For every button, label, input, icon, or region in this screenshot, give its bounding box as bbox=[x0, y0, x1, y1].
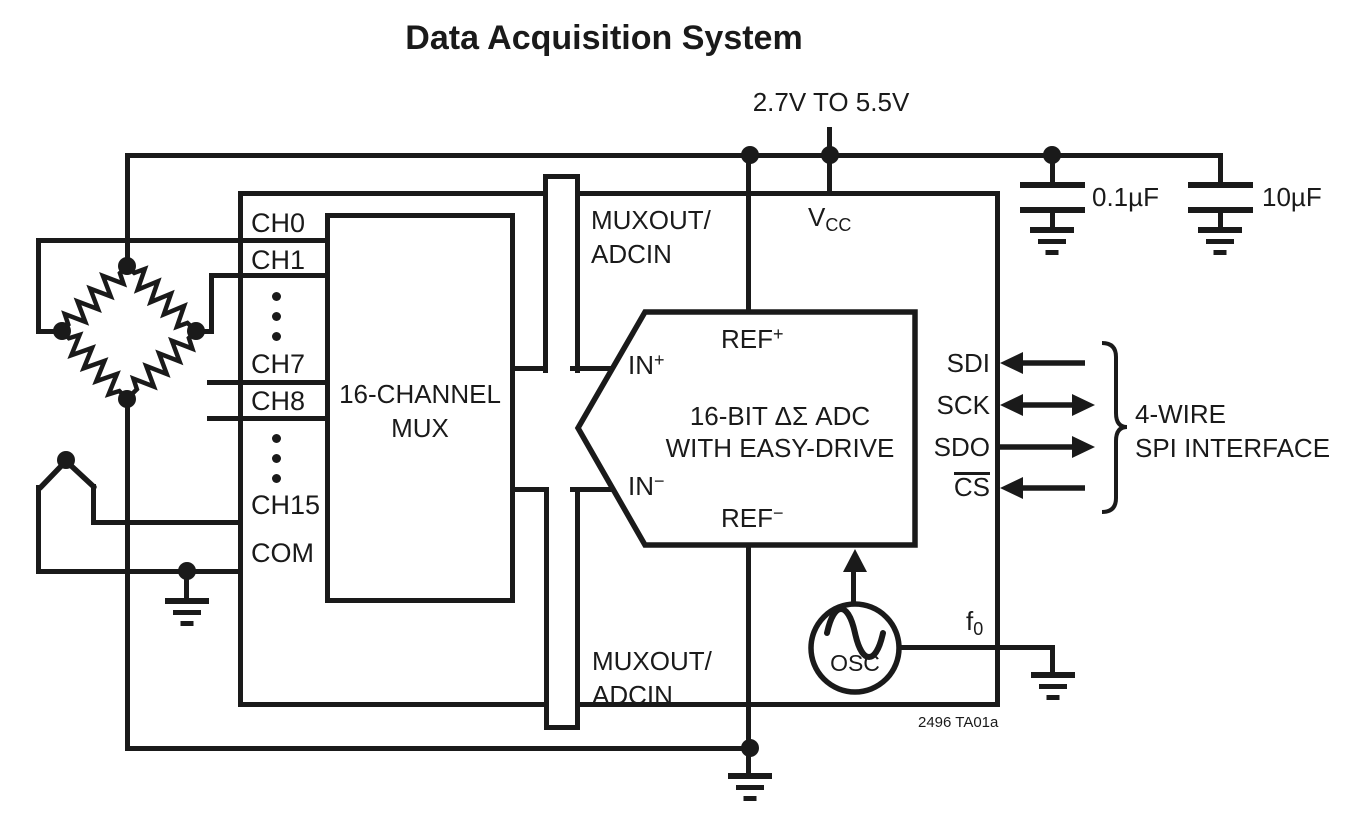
vcc-pin-label: VCC bbox=[808, 202, 852, 235]
brace-icon bbox=[1101, 341, 1128, 514]
junction-dot bbox=[1043, 146, 1061, 164]
adc-ref-minus-label: REF− bbox=[721, 503, 784, 533]
ellipsis-dot bbox=[272, 332, 281, 341]
mux-block bbox=[325, 213, 515, 603]
junction-dot bbox=[741, 146, 759, 164]
ground-icon bbox=[1198, 227, 1242, 256]
ellipsis-dot bbox=[272, 454, 281, 463]
wire bbox=[1218, 153, 1223, 184]
capacitor-plate bbox=[1188, 207, 1253, 213]
adc-in-minus-label: IN− bbox=[628, 471, 665, 501]
wire bbox=[91, 520, 240, 525]
capacitor-value-label: 0.1µF bbox=[1092, 182, 1160, 212]
wire bbox=[36, 238, 328, 243]
wire bbox=[209, 273, 214, 334]
muxout-adcin-loop-top bbox=[543, 174, 580, 373]
spi-pin-label-sck: SCK bbox=[936, 390, 990, 420]
junction-dot bbox=[57, 451, 75, 469]
schematic-title: Data Acquisition System bbox=[405, 19, 803, 57]
channel-label-com: COM bbox=[251, 538, 314, 568]
junction-dot bbox=[118, 257, 136, 275]
adc-in-plus-label: IN+ bbox=[628, 350, 665, 380]
sdi-arrow-icon bbox=[1000, 352, 1085, 374]
ground-icon bbox=[728, 773, 772, 802]
wire bbox=[827, 127, 832, 158]
spi-pin-label-cs: CS bbox=[953, 472, 990, 502]
bridge-sensor-icon bbox=[60, 264, 198, 400]
ground-icon bbox=[1030, 227, 1074, 256]
ellipsis-dot bbox=[272, 312, 281, 321]
supply-voltage-label: 2.7V TO 5.5V bbox=[752, 87, 910, 117]
sck-arrow-icon bbox=[1000, 394, 1095, 416]
wire bbox=[36, 238, 41, 334]
wire bbox=[746, 543, 751, 775]
wire bbox=[1050, 645, 1055, 675]
muxout-adcin-label-top: MUXOUT/ADCIN bbox=[591, 205, 711, 269]
ground-icon bbox=[1031, 672, 1075, 701]
f0-pin-label: f0 bbox=[966, 606, 984, 639]
muxout-adcin-label-bottom: MUXOUT/ADCIN bbox=[592, 646, 712, 710]
wire bbox=[36, 329, 66, 334]
ellipsis-dot bbox=[272, 434, 281, 443]
wire bbox=[207, 380, 328, 385]
wire bbox=[827, 158, 832, 196]
spi-pin-label-sdi: SDI bbox=[946, 348, 990, 378]
wire bbox=[125, 397, 130, 751]
channel-label-ch0: CH0 bbox=[251, 208, 306, 238]
sdo-arrow-icon bbox=[1000, 436, 1095, 458]
chip-outline bbox=[238, 191, 1000, 707]
capacitor-plate bbox=[1188, 182, 1253, 188]
ellipsis-dot bbox=[272, 474, 281, 483]
junction-dot bbox=[187, 322, 205, 340]
wire bbox=[36, 485, 41, 574]
muxout-adcin-loop-bottom bbox=[544, 487, 580, 730]
wire bbox=[746, 155, 751, 315]
wire bbox=[125, 153, 130, 268]
wire bbox=[91, 484, 96, 525]
wire bbox=[1050, 155, 1055, 183]
junction-dot bbox=[53, 322, 71, 340]
wire bbox=[184, 571, 189, 600]
ellipsis-dot bbox=[272, 292, 281, 301]
junction-dot bbox=[741, 739, 759, 757]
osc-label: OSC bbox=[830, 650, 880, 676]
wire bbox=[207, 416, 328, 421]
cs-arrow-icon bbox=[1000, 477, 1085, 499]
wire bbox=[851, 560, 856, 608]
wire bbox=[209, 273, 328, 278]
wire bbox=[512, 366, 543, 371]
junction-dot bbox=[821, 146, 839, 164]
junction-dot bbox=[178, 562, 196, 580]
wire bbox=[1050, 212, 1055, 229]
wire bbox=[36, 569, 240, 574]
ground-icon bbox=[165, 598, 209, 627]
wire bbox=[512, 487, 544, 492]
wire bbox=[1218, 212, 1223, 229]
channel-label-ch15: CH15 bbox=[251, 490, 321, 520]
wire bbox=[125, 153, 1222, 158]
channel-label-ch1: CH1 bbox=[251, 245, 306, 275]
wire bbox=[895, 645, 1055, 650]
spi-pin-label-sdo: SDO bbox=[933, 432, 990, 462]
capacitor-value-label: 10µF bbox=[1262, 182, 1322, 212]
channel-label-ch7: CH7 bbox=[251, 349, 306, 379]
capacitor-plate bbox=[1020, 182, 1085, 188]
figure-note: 2496 TA01a bbox=[918, 714, 999, 731]
wire bbox=[570, 366, 620, 371]
channel-label-ch8: CH8 bbox=[251, 386, 306, 416]
capacitor-plate bbox=[1020, 207, 1085, 213]
wire bbox=[125, 746, 753, 751]
adc-ref-plus-label: REF+ bbox=[721, 324, 784, 354]
wire bbox=[570, 487, 620, 492]
junction-dot bbox=[118, 390, 136, 408]
